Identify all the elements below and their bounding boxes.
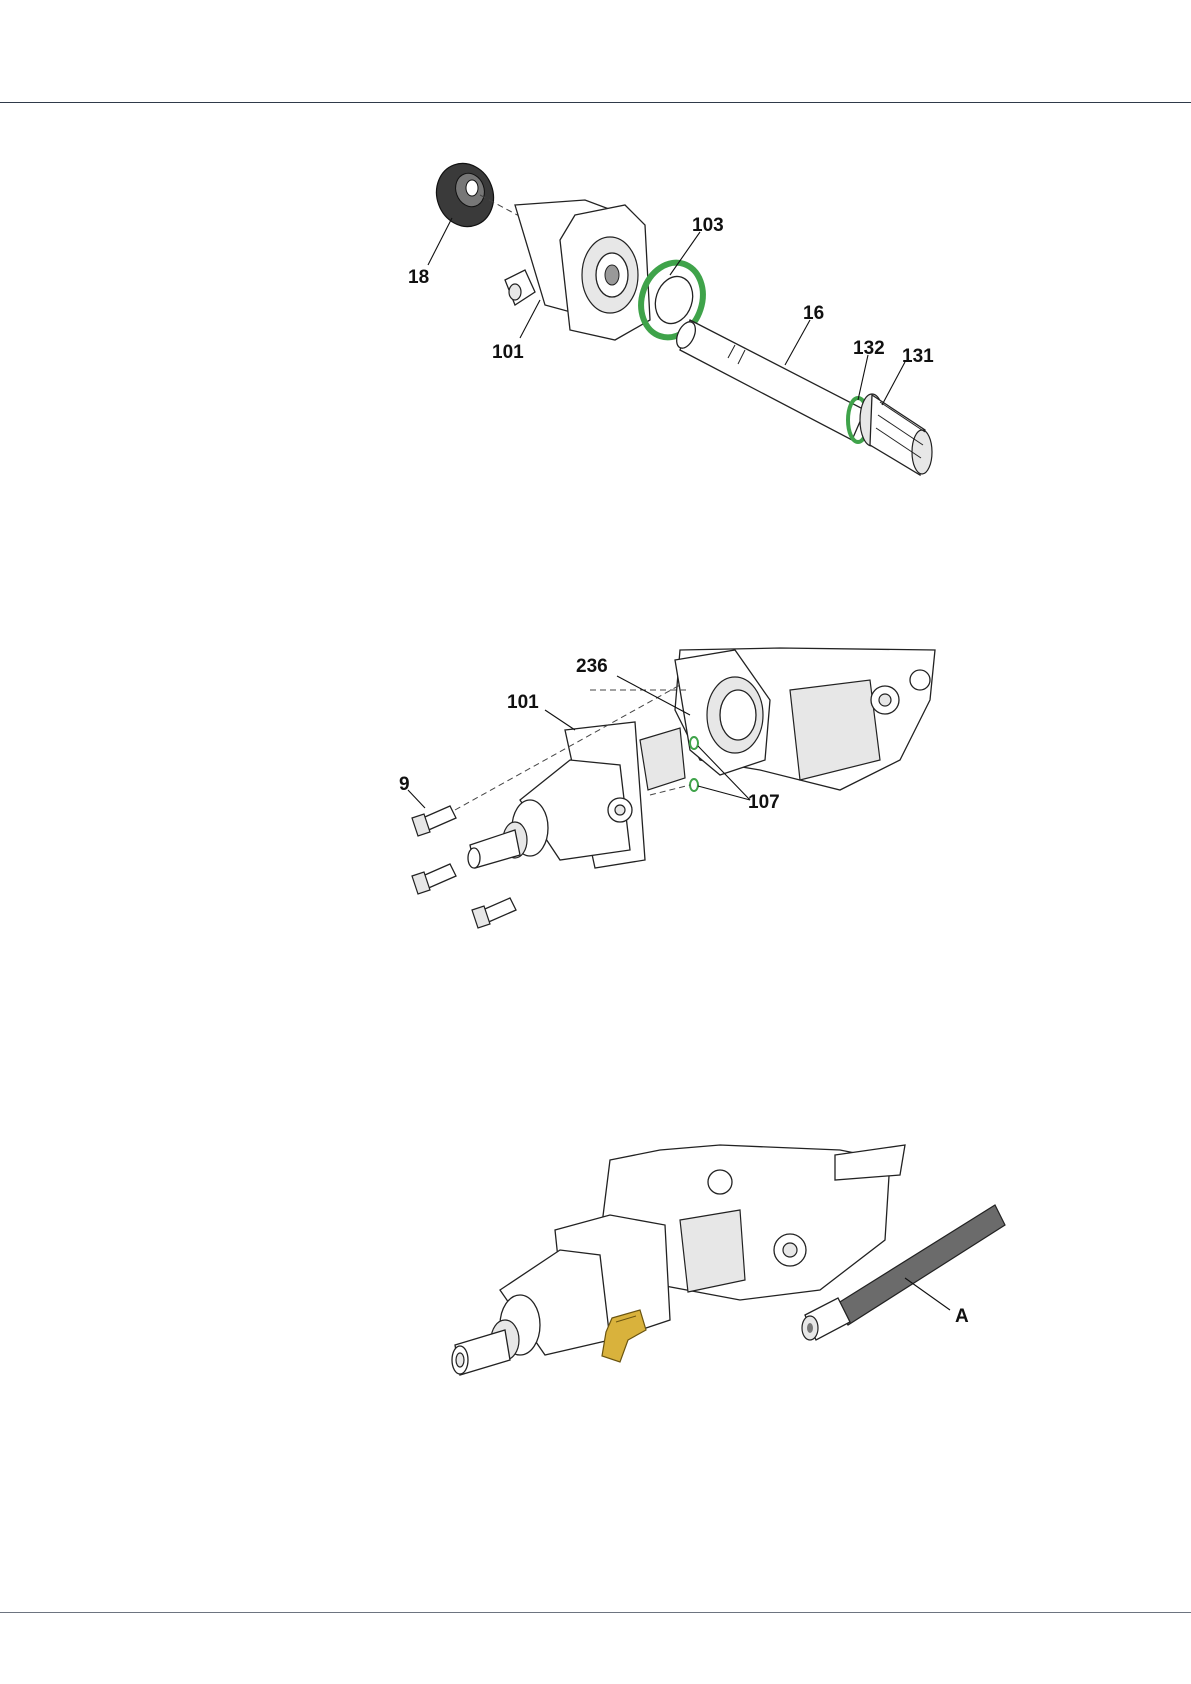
callout-A: A bbox=[955, 1306, 969, 1327]
figure-3-hose-connection: A bbox=[0, 0, 1191, 1450]
pump-assembly-fig3 bbox=[452, 1145, 905, 1375]
leader-A bbox=[905, 1278, 950, 1310]
footer-rule bbox=[0, 1612, 1191, 1613]
